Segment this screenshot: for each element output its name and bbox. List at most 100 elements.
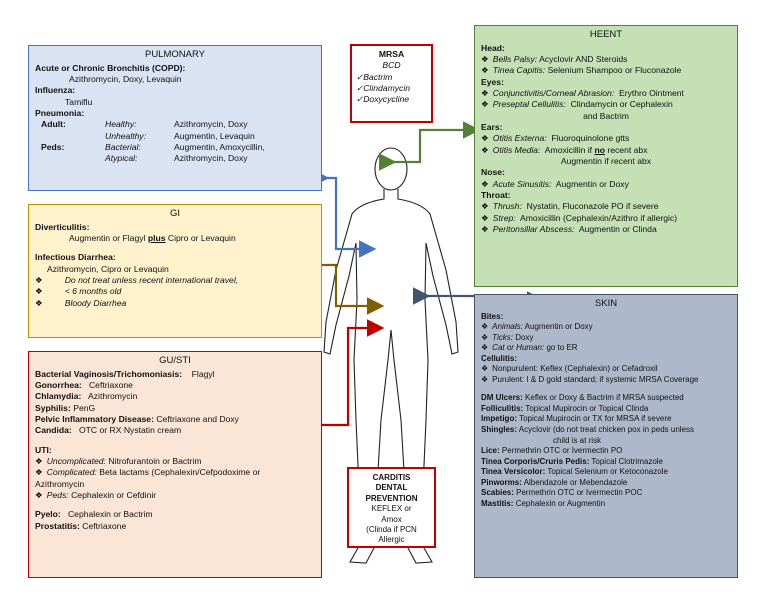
lice-row: Lice: Permethrin OTC or Ivermectin PO [481, 446, 623, 456]
tinea-versicolor-row: Tinea Versicolor: Topical Selenium or Ke… [481, 467, 668, 477]
diarrhea-label: Infectious Diarrhea: [35, 252, 116, 263]
otitis-media-row: Otitis Media: Amoxicillin if no recent a… [481, 145, 731, 156]
diverticulitis-plus: plus [147, 232, 166, 243]
animals-row: Animals: Augmentin or Doxy [481, 322, 731, 333]
peds-label: Peds: [41, 141, 65, 152]
uti-complicated-row: Complicated: Beta lactams (Cephalexin/Ce… [35, 467, 315, 478]
carditis-line: Allergic [378, 535, 405, 545]
mrsa-drug: Doxycycline [356, 94, 427, 105]
thrush-row: Thrush: Nystatin, Fluconazole PO if seve… [481, 201, 731, 212]
carditis-title: CARDITIS [372, 473, 411, 482]
atypical-label: Atypical: [105, 153, 138, 164]
impetigo-row: Impetigo: Topical Mupirocin or TX for MR… [481, 414, 672, 424]
diverticulitis-tx-b: Cipro or Levaquin [167, 232, 236, 243]
peritonsillar-row: Peritonsillar Abscess: Augmentin or Clin… [481, 224, 731, 235]
bacterial-treatment: Augmentin, Amoxycillin, [174, 141, 265, 152]
pneumonia-peds-bacterial-row: Peds: Bacterial: Augmentin, Amoxycillin, [35, 142, 315, 153]
diverticulitis-treatment: Augmentin or Flagyl plus Cipro or Levaqu… [35, 233, 315, 244]
bv-row: Bacterial Vaginosis/Trichomoniasis: Flag… [35, 368, 215, 379]
bells-palsy-row: Bells Palsy: Acyclovir AND Steroids [481, 54, 731, 65]
dental-prevention-title: DENTAL PREVENTION [365, 483, 418, 503]
shingles-cont: child is at risk [553, 435, 602, 445]
conjunctivitis-row: Conjunctivitis/Corneal Abrasion: Erythro… [481, 88, 731, 99]
diarrhea-note: Bloody Diarrhea [35, 298, 315, 309]
influenza-treatment: Tamiflu [65, 96, 93, 107]
mrsa-drug: Bactrim [356, 72, 427, 83]
cat-human-row: Cat or Human: go to ER [481, 343, 731, 354]
carditis-line: (Clinda if PCN [366, 524, 417, 534]
healthy-label: Healthy: [105, 119, 137, 130]
sinusitis-row: Acute Sinusitis: Augmentin or Doxy [481, 179, 731, 190]
uti-label: UTI: [35, 444, 52, 455]
atypical-treatment: Azithromycin, Doxy [174, 153, 248, 164]
folliculitis-row: Folliculitis: Topical Mupirocin or Topic… [481, 403, 649, 413]
throat-label: Throat: [481, 190, 511, 200]
mastitis-row: Mastitis: Cephalexin or Augmentin [481, 498, 606, 508]
scabies-row: Scabies: Permethrin OTC or Ivermectin PO… [481, 488, 643, 498]
uti-peds-row: Peds: Cephalexin or Cefdinir [35, 490, 315, 501]
prostatitis-row: Prostatitis: Ceftriaxone [35, 520, 127, 531]
gi-title: GI [169, 208, 181, 219]
cellulitis-label: Cellulitis: [481, 353, 518, 363]
bronchitis-label: Acute or Chronic Bronchitis (COPD): [35, 62, 186, 73]
tinea-corporis-row: Tinea Corporis/Cruris Pedis: Topical Clo… [481, 456, 663, 466]
gu-sti-box: GU/STI Bacterial Vaginosis/Trichomoniasi… [28, 351, 322, 578]
bacterial-label: Bacterial: [105, 141, 141, 152]
pyelo-row: Pyelo: Cephalexin or Bactrim [35, 509, 153, 520]
unhealthy-treatment: Augmentin, Levaquin [174, 130, 255, 141]
pneumonia-adult-unhealthy-row: Unhealthy: Augmentin, Levaquin [35, 131, 315, 142]
carditis-line: KEFLEX or [371, 504, 412, 514]
adult-label: Adult: [41, 119, 66, 130]
pulmonary-box: PULMONARY Acute or Chronic Bronchitis (C… [28, 45, 322, 191]
heent-connector [378, 121, 481, 171]
influenza-label: Influenza: [35, 85, 76, 96]
gu-title: GU/STI [159, 355, 191, 366]
diarrhea-note: < 6 months old [35, 286, 315, 297]
head-label: Head: [481, 42, 505, 53]
mrsa-title: MRSA [378, 49, 405, 59]
healthy-treatment: Azithromycin, Doxy [174, 119, 248, 130]
pulmonary-title: PULMONARY [144, 49, 205, 60]
syphilis-row: Syphilis: PenG [35, 402, 96, 413]
mrsa-drug: Clindamycin [356, 83, 427, 94]
pneumonia-label: Pneumonia: [35, 107, 85, 118]
purulent-row: Purulent: I & D gold standard; if system… [481, 375, 731, 386]
pneumonia-adult-healthy-row: Adult: Healthy: Azithromycin, Doxy [35, 119, 315, 130]
diarrhea-note: Do not treat unless recent international… [35, 275, 315, 286]
mrsa-box: MRSA BCD Bactrim Clindamycin Doxycycline [350, 44, 433, 123]
preseptal-row: Preseptal Cellulitis: Clindamycin or Cep… [481, 99, 731, 110]
heent-box: HEENT Head: Bells Palsy: Acyclovir AND S… [474, 25, 738, 287]
uti-uncomplicated-row: Uncomplicated: Nitrofurantoin or Bactrim [35, 456, 315, 467]
pulmonary-connector [311, 169, 377, 258]
gu-connector [283, 319, 385, 434]
nose-label: Nose: [481, 167, 505, 178]
gi-box: GI Diverticulitis: Augmentin or Flagyl p… [28, 204, 322, 338]
dm-ulcers-row: DM Ulcers: Keflex or Doxy & Bactrim if M… [481, 393, 684, 403]
bites-label: Bites: [481, 311, 504, 321]
candida-row: Candida: OTC or RX Nystatin cream [35, 425, 182, 436]
bronchitis-treatment: Azithromycin, Doxy, Levaquin [69, 73, 182, 84]
carditis-box: CARDITIS DENTAL PREVENTION KEFLEX or Amo… [347, 467, 436, 548]
heent-title: HEENT [589, 29, 623, 40]
ticks-row: Ticks: Doxy [481, 333, 731, 344]
skin-title: SKIN [594, 298, 618, 309]
preseptal-cont: and Bactrim [583, 110, 629, 121]
diverticulitis-label: Diverticulitis: [35, 221, 90, 232]
diverticulitis-tx-a: Augmentin or Flagyl [69, 232, 146, 243]
nonpurulent-row: Nonpurulent: Keflex (Cephalexin) or Cefa… [481, 364, 731, 375]
eyes-label: Eyes: [481, 76, 504, 87]
shingles-row: Shingles: Acyclovir (do not treat chicke… [481, 425, 694, 434]
unhealthy-label: Unhealthy: [105, 130, 147, 141]
pinworms-row: Pinworms: Albendazole or Mebendazole [481, 477, 628, 487]
carditis-line: Amox [381, 514, 402, 524]
pid-row: Pelvic Inflammatory Disease: Ceftriaxone… [35, 413, 239, 424]
tinea-capitis-row: Tinea Capitis: Selenium Shampoo or Fluco… [481, 65, 731, 76]
otitis-media-cont: Augmentin if recent abx [560, 155, 652, 166]
mrsa-subtitle: BCD [382, 60, 401, 71]
skin-box: SKIN Bites: Animals: Augmentin or Doxy T… [474, 294, 738, 578]
uti-complicated-cont: Azithromycin [35, 478, 85, 489]
ears-label: Ears: [481, 121, 503, 132]
gonorrhea-row: Gonorrhea: Ceftriaxone [35, 379, 133, 390]
chlamydia-row: Chlamydia: Azithromycin [35, 391, 138, 402]
otitis-externa-row: Otitis Externa: Fluoroquinolone gtts [481, 133, 731, 144]
